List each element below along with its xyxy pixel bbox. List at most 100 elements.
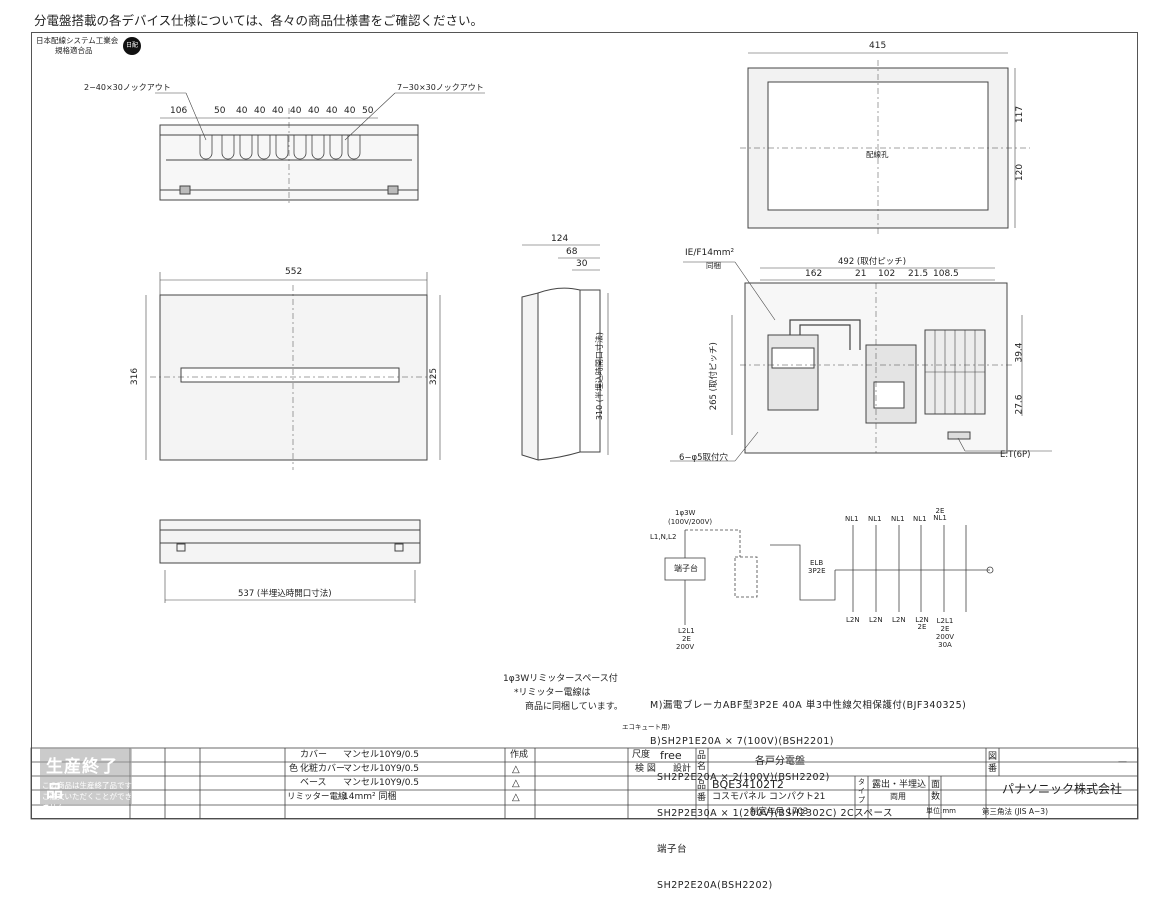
branch-top-4: 2E NL1: [933, 507, 947, 522]
spec-line-2: SH2P2E20A × 2(100V)(BSH2202): [650, 772, 830, 783]
top-dim-9: 50: [362, 106, 374, 116]
front-view: [145, 272, 441, 470]
elb2-label: 3P2E: [808, 567, 826, 575]
left-bottom-1: 2E: [682, 635, 691, 643]
cover-width-label: 415: [869, 41, 887, 51]
color-label: 色: [289, 764, 299, 774]
assoc-mark: 日配: [125, 42, 138, 49]
branch-top-2: NL1: [891, 515, 905, 523]
type-value: 露出・半埋込: [872, 780, 927, 790]
inner-vpitch-label: 265 (取付ピッチ): [708, 342, 719, 411]
tb-part-2: ベース: [300, 778, 327, 788]
top-dim-3: 40: [254, 106, 266, 116]
side-depth-30: 30: [576, 259, 588, 269]
unit-value: 単位:mm: [926, 807, 956, 815]
elb-label: ELB: [810, 559, 824, 567]
top-dim-2: 40: [236, 106, 248, 116]
assoc-line2: 規格適合品: [55, 46, 93, 55]
circuit-diagram: [664, 525, 994, 625]
type-label: タイプ: [858, 778, 865, 804]
inner-v2-label: 27.6: [1014, 394, 1025, 415]
discontinued-stamp: 生産終了品 この商品は生産終了品です ご注文いただくことができません: [40, 748, 132, 812]
top-dim-4: 40: [272, 106, 284, 116]
drawing-frame: [31, 32, 1138, 819]
branch-bottom-4: L2L1 2E 200V 30A: [935, 617, 955, 649]
series-value: コスモパネル コンパクト21: [712, 792, 826, 802]
lines-label: L1,N,L2: [650, 533, 677, 541]
top-dim-6: 40: [308, 106, 320, 116]
date-value: 制定年月 1703: [750, 807, 809, 817]
spec-line-1: B)SH2P1E20A × 7(100V)(BSH2201): [650, 736, 835, 747]
triangle-icon-2: △: [512, 778, 520, 789]
tb-value-1: マンセル10Y9/0.5: [343, 764, 420, 774]
side-depth-68: 68: [566, 247, 578, 257]
branch-top-1: NL1: [868, 515, 882, 523]
notice-text: 分電盤搭載の各デバイス仕様については、各々の商品仕様書をご確認ください。: [34, 13, 484, 28]
shakudo-label: 尺度: [632, 750, 651, 760]
triangle-icon-3: △: [512, 792, 520, 803]
inner-dim-4: 108.5: [933, 269, 959, 279]
type2-value: 両用: [890, 792, 906, 801]
inner-dim-0: 162: [805, 269, 823, 279]
cover-view: [740, 52, 1030, 235]
side-depth-124: 124: [551, 234, 569, 244]
spec-line-3: SH2P2E30A × 1(200V)(BSH2302C) 2Cスペース: [650, 808, 894, 819]
bottom-view: [159, 519, 421, 603]
company-name: パナソニック株式会社: [1002, 782, 1123, 796]
supply-label: 1φ3W: [675, 509, 696, 517]
cover-h2-label: 120: [1015, 163, 1026, 182]
zuban-label: 図番: [988, 752, 998, 774]
side-height-label: 310 (半埋込時開口寸法): [595, 331, 605, 421]
scale-value: free: [660, 749, 682, 762]
limiter-line3: 商品に同梱しています。: [525, 702, 623, 712]
tb-value-2: マンセル10Y9/0.5: [343, 778, 420, 788]
sekkei-label: 設計: [673, 764, 692, 774]
inner-dim-3: 21.5: [908, 269, 929, 279]
spec-line-4: 端子台: [650, 844, 688, 855]
drawing-canvas: [30, 52, 1139, 820]
left-bottom-0: L2L1: [678, 627, 695, 635]
tb-value-3: 14mm² 同梱: [343, 792, 397, 802]
limiter-line1: 1φ3Wリミッタースペース付: [503, 674, 618, 684]
branch-bottom-1: L2N: [869, 616, 883, 624]
supply-v-label: (100V/200V): [668, 518, 713, 526]
mount-holes-label: 6−φ5取付穴: [679, 453, 729, 463]
spec-line-5: SH2P2E20A(BSH2202): [650, 880, 773, 891]
hinban-label: 品番: [697, 781, 707, 803]
inner-dim-1: 21: [855, 269, 867, 279]
wire-spec-label: IE/F14mm²: [685, 248, 735, 258]
zuban-value: —: [1118, 757, 1127, 767]
top-dim-8: 40: [344, 106, 356, 116]
men-label: 面数: [931, 780, 941, 802]
top-dim-1: 50: [214, 106, 226, 116]
spec-line-0: M)漏電ブレーカABF型3P2E 40A 単3中性線欠相保護付(BJF34032…: [650, 700, 967, 711]
assoc-logo-icon: 日配: [123, 37, 141, 55]
ecocute-label: エコキュート用): [622, 723, 671, 731]
front-width-label: 552: [285, 267, 303, 277]
wire-sub-label: 同梱: [706, 261, 721, 270]
assoc-line1: 日本配線システム工業会: [36, 36, 119, 45]
tb-part-3: リミッター電線: [287, 792, 347, 802]
sakusei-label: 作成: [510, 750, 529, 760]
bottom-width-label: 537 (半埋込時開口寸法): [238, 589, 332, 599]
knockout-right-label: 7−30×30ノックアウト: [397, 83, 484, 92]
stamp-line1: この商品は生産終了品です: [42, 781, 132, 790]
tb-part-1: 化粧カバー: [300, 764, 346, 774]
branch-bottom-0: L2N: [846, 616, 860, 624]
hinban-value: BQE34102T2: [712, 778, 784, 791]
hinmei-label: 品名: [697, 751, 707, 772]
cover-h1-label: 117: [1015, 105, 1026, 124]
knockout-left-label: 2−40×30ノックアウト: [84, 83, 171, 92]
left-bottom-2: 200V: [676, 643, 695, 651]
branch-top-3: NL1: [913, 515, 927, 523]
inner-v1-label: 39.4: [1014, 342, 1025, 363]
stamp-line2: ご注文いただくことができません: [42, 792, 132, 812]
angle-value: 第三角法 (JIS A−3): [982, 807, 1048, 816]
title-block: [30, 747, 1139, 820]
terminal-label: 端子台: [674, 564, 698, 573]
top-dim-5: 40: [290, 106, 302, 116]
cover-hole-label: 配線孔: [866, 150, 889, 159]
side-view: [521, 244, 609, 461]
stamp-title: 生産終了品: [46, 757, 118, 802]
triangle-icon-1: △: [512, 764, 520, 775]
